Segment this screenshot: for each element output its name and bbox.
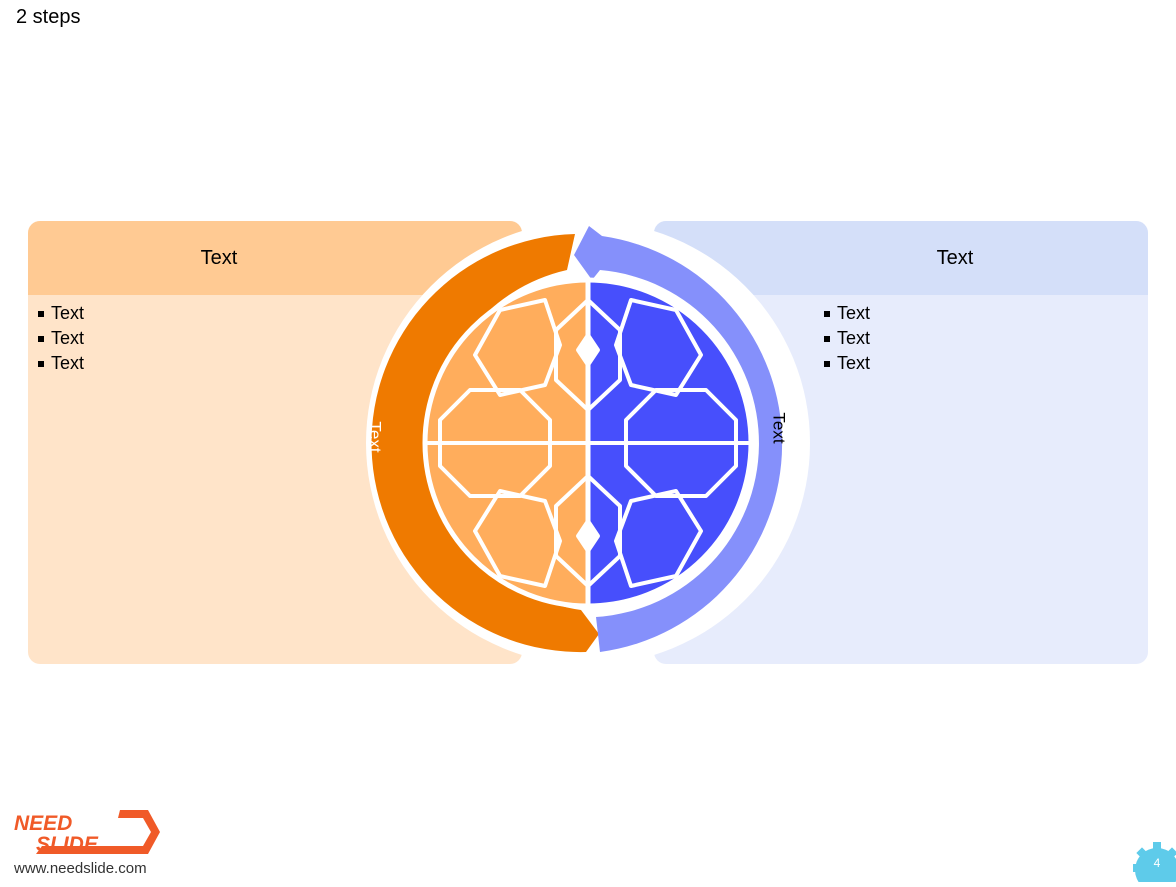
list-item: Text: [824, 301, 870, 326]
gear-badge-icon: [1133, 842, 1176, 887]
page-number-badge: 4: [1130, 842, 1176, 887]
slide-title: 2 steps: [16, 6, 81, 28]
needslide-logo: NEED SLIDE: [14, 810, 160, 856]
logo-arrow-shape: [36, 810, 160, 854]
curved-arrow-up-left-icon: [574, 226, 783, 652]
logo-text-line2: SLIDE: [36, 833, 99, 856]
website-link[interactable]: www.needslide.com: [14, 860, 147, 877]
logo-text-line1: NEED: [14, 812, 72, 835]
list-item: Text: [38, 301, 84, 326]
left-step-bullets: Text Text Text: [38, 301, 84, 376]
page-number: 4: [1153, 856, 1161, 870]
list-item: Text: [824, 351, 870, 376]
cycle-diagram: [358, 224, 818, 664]
right-step-heading: Text: [936, 247, 974, 269]
left-arc-label: Text: [365, 421, 385, 453]
list-item: Text: [38, 326, 84, 351]
left-step-heading: Text: [200, 247, 238, 269]
right-step-bullets: Text Text Text: [824, 301, 870, 376]
cycle-diagram-svg: [366, 224, 810, 664]
right-arc-label: Text: [769, 412, 789, 444]
list-item: Text: [38, 351, 84, 376]
geometric-star-pattern-icon: [425, 280, 751, 606]
inner-circle-border: [422, 277, 754, 609]
curved-arrow-down-right-icon: [371, 234, 599, 653]
list-item: Text: [824, 326, 870, 351]
